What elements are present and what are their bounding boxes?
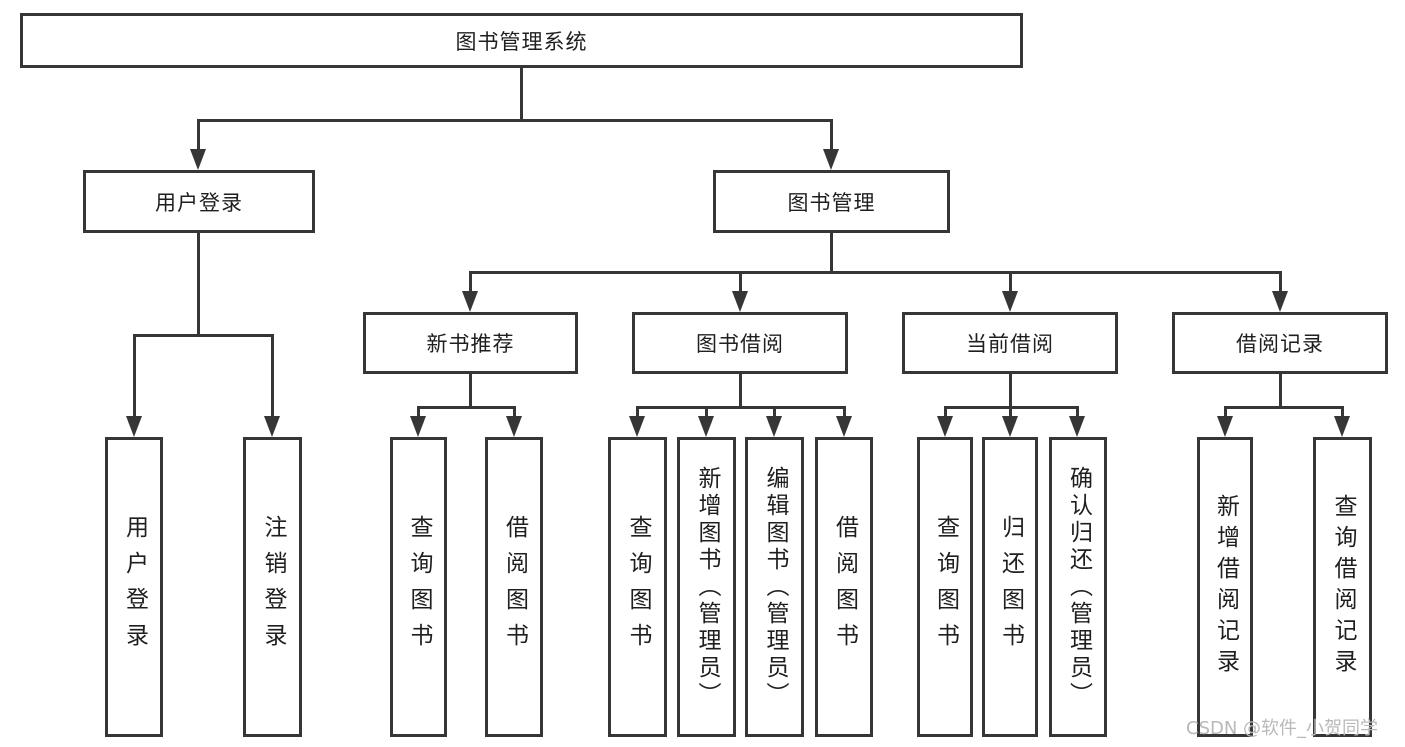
node-label: 新增图书（管理员） (694, 465, 720, 709)
node-leaf-user-login: 用户登录 (105, 437, 163, 737)
connector (133, 334, 274, 337)
node-user-login: 用户登录 (83, 170, 315, 233)
connector (1224, 406, 1343, 409)
arrowhead (190, 149, 206, 170)
node-leaf-add-book-admin: 新增图书（管理员） (677, 437, 736, 737)
node-label: 编辑图书（管理员） (762, 465, 788, 709)
connector (1009, 374, 1012, 409)
arrowhead (698, 416, 714, 437)
node-label: 借阅图书 (501, 515, 528, 659)
arrowhead (1069, 416, 1085, 437)
node-leaf-logout: 注销登录 (243, 437, 302, 737)
node-book-management: 图书管理 (713, 170, 950, 233)
node-label: 图书借阅 (696, 332, 784, 356)
connector (944, 406, 947, 419)
connector (469, 271, 472, 293)
node-leaf-confirm-return-admin: 确认归还（管理员） (1049, 437, 1107, 737)
node-leaf-borrow-books-recommend: 借阅图书 (485, 437, 543, 737)
node-label: 查询图书 (932, 515, 959, 659)
connector (197, 119, 832, 122)
arrowhead (836, 416, 852, 437)
node-book-borrow: 图书借阅 (632, 312, 848, 374)
node-label: 查询图书 (625, 515, 651, 659)
arrowhead (264, 416, 280, 437)
node-new-book-recommend: 新书推荐 (363, 312, 578, 374)
connector (197, 233, 200, 337)
connector (636, 406, 639, 419)
connector (830, 233, 833, 274)
connector (773, 406, 776, 419)
arrowhead (1002, 416, 1018, 437)
connector (1341, 406, 1344, 419)
arrowhead (410, 416, 426, 437)
connector (197, 119, 200, 152)
node-label: 当前借阅 (966, 332, 1054, 356)
node-current-borrow: 当前借阅 (902, 312, 1118, 374)
arrowhead (462, 291, 478, 312)
connector (1009, 271, 1012, 293)
arrowhead (1334, 416, 1350, 437)
node-label: 新增借阅记录 (1212, 494, 1239, 680)
node-label: 注销登录 (260, 515, 286, 659)
arrowhead (126, 416, 142, 437)
node-leaf-add-borrow-record: 新增借阅记录 (1197, 437, 1253, 737)
node-leaf-query-books-recommend: 查询图书 (390, 437, 447, 737)
arrowhead (937, 416, 953, 437)
connector (469, 374, 472, 409)
node-leaf-query-books-current: 查询图书 (917, 437, 973, 737)
node-root: 图书管理系统 (20, 13, 1023, 68)
node-label: 确认归还（管理员） (1065, 465, 1092, 709)
node-label: 借阅记录 (1236, 332, 1324, 356)
connector (636, 406, 846, 409)
connector (843, 406, 846, 419)
arrowhead (1272, 291, 1288, 312)
arrowhead (1002, 291, 1018, 312)
arrowhead (732, 291, 748, 312)
node-label: 查询借阅记录 (1330, 494, 1356, 680)
node-leaf-query-borrow-record: 查询借阅记录 (1313, 437, 1372, 737)
connector (1009, 406, 1012, 419)
connector (830, 119, 833, 152)
node-label: 新书推荐 (426, 332, 515, 356)
node-label: 图书管理系统 (455, 29, 588, 54)
connector (739, 374, 742, 409)
connector (513, 406, 516, 419)
connector (1076, 406, 1079, 419)
node-label: 借阅图书 (831, 515, 858, 659)
node-label: 图书管理 (787, 190, 876, 215)
node-leaf-borrow-books: 借阅图书 (815, 437, 873, 737)
connector (417, 406, 515, 409)
connector (133, 334, 136, 418)
node-label: 用户登录 (155, 190, 243, 215)
connector (417, 406, 420, 419)
connector (705, 406, 708, 419)
node-leaf-return-books: 归还图书 (982, 437, 1038, 737)
node-borrow-records: 借阅记录 (1172, 312, 1388, 374)
connector (520, 68, 523, 122)
connector (271, 334, 274, 418)
arrowhead (823, 149, 839, 170)
csdn-watermark: CSDN @软件_小贺同学 (1186, 718, 1379, 739)
arrowhead (766, 416, 782, 437)
node-label: 查询图书 (406, 515, 432, 659)
node-label: 归还图书 (997, 515, 1024, 659)
node-leaf-query-books-borrow: 查询图书 (608, 437, 667, 737)
connector (1279, 374, 1282, 409)
node-label: 用户登录 (121, 515, 148, 659)
connector (469, 271, 1282, 274)
connector (739, 271, 742, 293)
connector (1224, 406, 1227, 419)
connector (1279, 271, 1282, 293)
arrowhead (1217, 416, 1233, 437)
arrowhead (506, 416, 522, 437)
arrowhead (629, 416, 645, 437)
node-leaf-edit-book-admin: 编辑图书（管理员） (745, 437, 804, 737)
